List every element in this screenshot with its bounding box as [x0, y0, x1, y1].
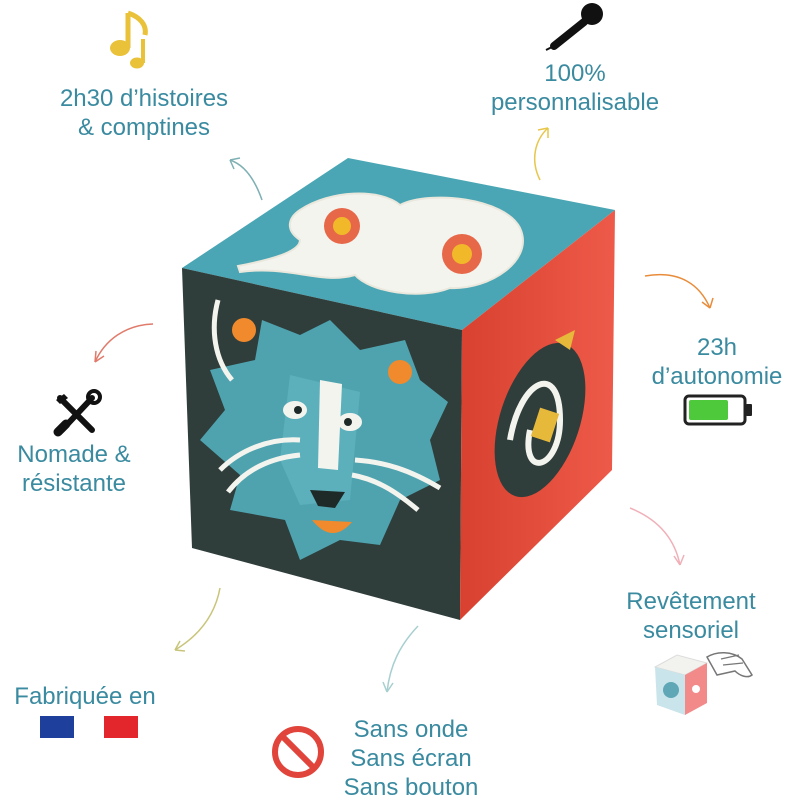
feature-custom: 100% personnalisable: [470, 59, 680, 117]
feature-made-line1: Fabriquée en: [14, 683, 156, 710]
feature-battery-line1: 23h: [696, 334, 738, 361]
feature-nowave-line3: Sans bouton: [343, 774, 479, 801]
feature-nowave: Sans onde Sans écran Sans bouton: [326, 715, 496, 802]
feature-nowave-line1: Sans onde: [353, 716, 469, 743]
feature-custom-line2: personnalisable: [490, 89, 660, 116]
feature-nowave-line2: Sans écran: [350, 745, 472, 772]
feature-nomad: Nomade & résistante: [0, 440, 148, 498]
feature-stories-line2: & comptines: [77, 114, 211, 141]
feature-coating-line1: Revêtement: [626, 588, 756, 615]
feature-custom-line1: 100%: [544, 60, 606, 87]
battery-icon: [683, 394, 752, 426]
feature-nomad-line2: résistante: [21, 470, 127, 497]
feature-nomad-line1: Nomade &: [17, 441, 131, 468]
feature-stories: 2h30 d’histoires & comptines: [32, 84, 256, 142]
feature-coating: Revêtement sensoriel: [598, 587, 784, 645]
microphone-icon: [545, 3, 603, 51]
feature-battery: 23h d’autonomie: [634, 333, 800, 391]
hand-cube-icon: [653, 652, 753, 715]
flag-blue-icon: [40, 716, 74, 738]
feature-made: Fabriquée en: [0, 682, 170, 711]
feature-stories-line1: 2h30 d’histoires: [59, 85, 229, 112]
flag-red-icon: [104, 716, 138, 738]
forbidden-icon: [272, 726, 324, 778]
feature-coating-line2: sensoriel: [642, 617, 740, 644]
music-note-icon: [110, 10, 148, 69]
feature-battery-line2: d’autonomie: [651, 363, 783, 390]
tools-icon: [53, 389, 102, 437]
